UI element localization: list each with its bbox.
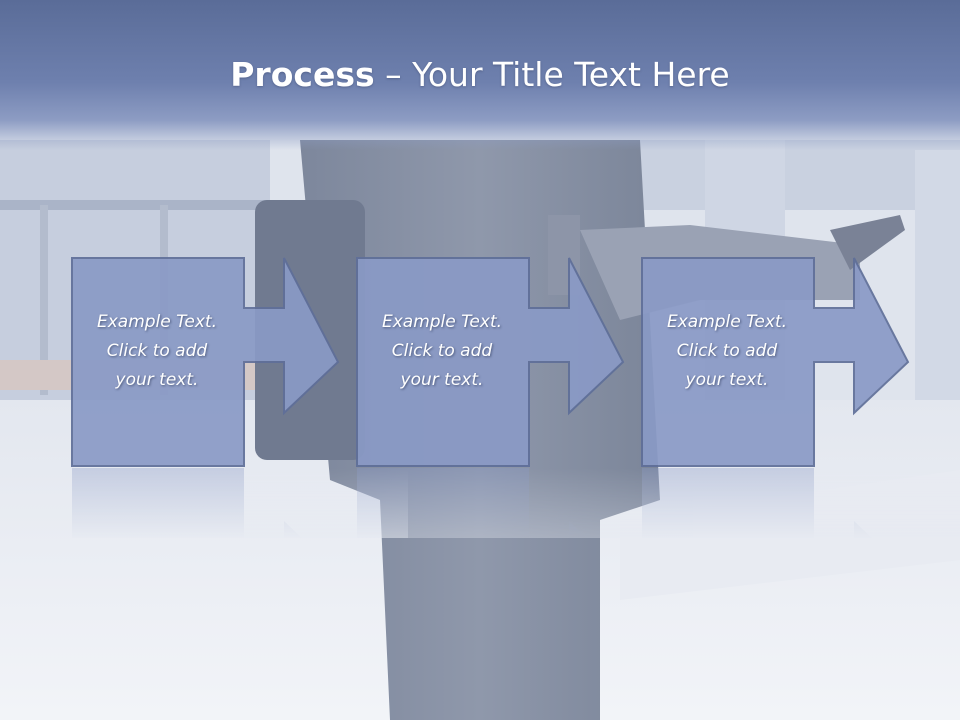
step-line-3: your text. [685,370,769,390]
step-text[interactable]: Example Text. Click to add your text. [357,308,527,395]
step-reflection-3 [642,468,960,538]
process-step-3[interactable]: Example Text. Click to add your text. [641,257,960,467]
step-text[interactable]: Example Text. Click to add your text. [642,308,812,395]
right-arrow-icon [641,257,910,467]
step-arrow-shape [356,257,693,467]
step-line-1: Example Text. [96,312,218,332]
step-arrow-shape [641,257,960,467]
step-line-2: Click to add [391,341,493,361]
step-line-2: Click to add [676,341,778,361]
step-line-3: your text. [115,370,199,390]
title-rest-text: – Your Title Text Here [374,55,730,94]
step-text[interactable]: Example Text. Click to add your text. [72,308,242,395]
step-reflection-2 [357,468,693,538]
step-line-2: Click to add [106,341,208,361]
title-bold-text: Process [230,55,375,94]
step-line-3: your text. [400,370,484,390]
slide-title[interactable]: Process – Your Title Text Here [0,52,960,98]
process-step-1[interactable]: Example Text. Click to add your text. [71,257,408,467]
step-reflection-1 [72,468,408,538]
title-band [0,0,960,150]
process-step-2[interactable]: Example Text. Click to add your text. [356,257,693,467]
step-arrow-shape [71,257,408,467]
right-arrow-icon [71,257,340,467]
step-line-1: Example Text. [381,312,503,332]
right-arrow-icon [356,257,625,467]
step-line-1: Example Text. [666,312,788,332]
